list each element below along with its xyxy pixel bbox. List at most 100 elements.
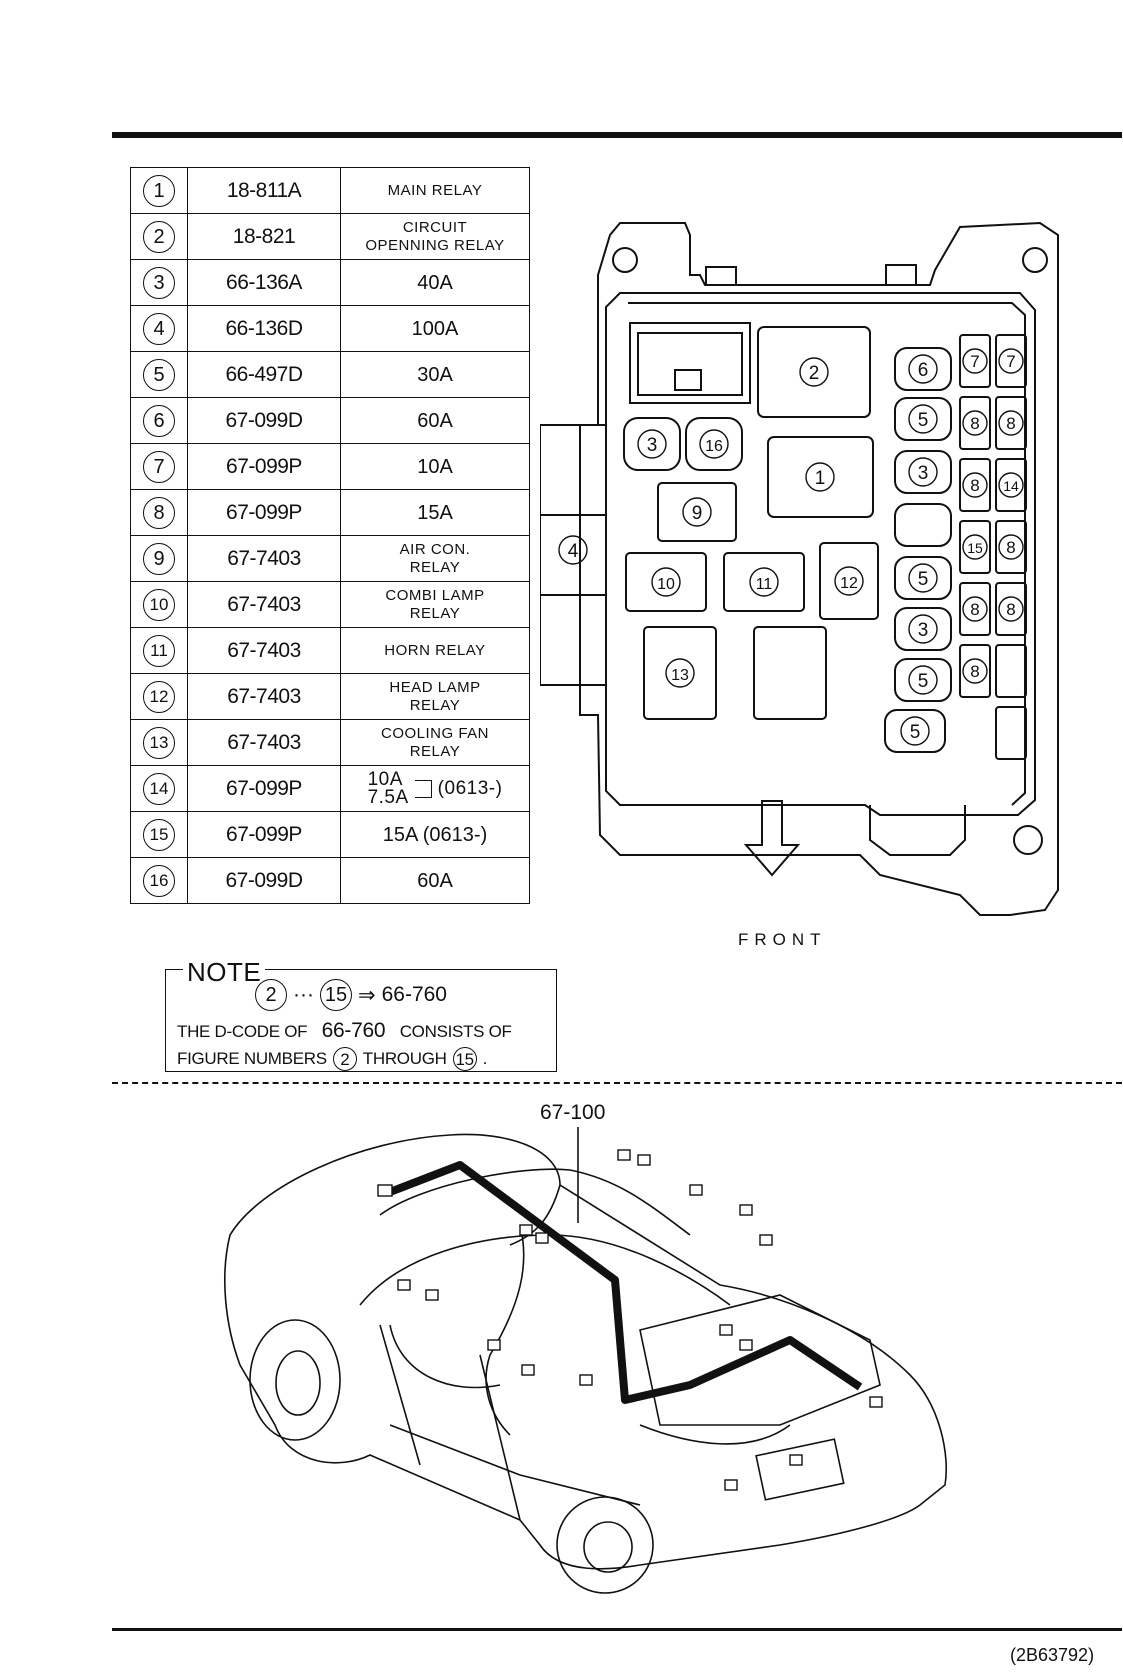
connector bbox=[739, 1204, 753, 1216]
car-roof-line bbox=[359, 1234, 731, 1306]
note-code: 66-760 bbox=[321, 1019, 386, 1042]
car-harness-diagram bbox=[224, 1127, 948, 1594]
fuse-16-body bbox=[685, 417, 743, 471]
parts-row-number-cell: 11 bbox=[130, 627, 188, 674]
box-label-6: 6 bbox=[918, 360, 929, 381]
amp-date-range: (0613-) bbox=[437, 777, 503, 799]
fuse-6-body bbox=[894, 347, 952, 391]
parts-row-number-cell: 1 bbox=[130, 167, 188, 214]
fuse-3-right-body bbox=[894, 450, 952, 494]
note-end: . bbox=[482, 1049, 488, 1068]
note-figure-line: FIGURE NUMBERS 2 THROUGH 15 . bbox=[177, 1047, 487, 1071]
parts-row-number-cell: 3 bbox=[130, 259, 188, 306]
parts-row-code: 66-136A bbox=[187, 259, 341, 306]
mini-fuse-7a bbox=[959, 334, 991, 388]
connector bbox=[377, 1184, 393, 1197]
box-label-5b: 5 bbox=[918, 569, 929, 590]
bottom-rule bbox=[112, 1628, 1122, 1631]
parts-row-code: 66-497D bbox=[187, 351, 341, 398]
relay-2-body bbox=[757, 326, 871, 418]
main-connector-latch bbox=[674, 369, 702, 391]
box-label-14: 14 bbox=[1003, 478, 1019, 494]
parts-row-description: 100A bbox=[340, 305, 530, 352]
fuse-5-upper-body bbox=[894, 397, 952, 441]
parts-row-number: 15 bbox=[143, 818, 175, 851]
top-rule bbox=[112, 132, 1122, 138]
parts-row-description: MAIN RELAY bbox=[340, 167, 530, 214]
parts-row-number-cell: 6 bbox=[130, 397, 188, 444]
parts-row-code: 18-821 bbox=[187, 213, 341, 260]
box-label-8g: 8 bbox=[970, 662, 979, 681]
empty-fuse-slot bbox=[894, 503, 952, 547]
mini-fuse-8d bbox=[995, 520, 1027, 574]
car-sill bbox=[389, 1424, 641, 1506]
parts-row-number: 8 bbox=[143, 496, 175, 529]
parts-row-code: 67-7403 bbox=[187, 581, 341, 628]
box-label-8f: 8 bbox=[1006, 600, 1015, 619]
box-label-11: 11 bbox=[756, 576, 773, 593]
parts-row-code: 67-099P bbox=[187, 489, 341, 536]
mini-fuse-15 bbox=[959, 520, 991, 574]
box-label-2: 2 bbox=[809, 363, 820, 384]
parts-row-number-cell: 16 bbox=[130, 857, 188, 904]
parts-row-number: 1 bbox=[143, 174, 175, 207]
connector bbox=[689, 1184, 703, 1196]
front-wheel-hub bbox=[275, 1350, 321, 1416]
note-title: NOTE bbox=[183, 957, 266, 988]
parts-row-number: 2 bbox=[143, 220, 175, 253]
parts-row-number-cell: 8 bbox=[130, 489, 188, 536]
connector bbox=[869, 1396, 883, 1408]
box-label-5a: 5 bbox=[918, 410, 929, 431]
relay-10-body bbox=[625, 552, 707, 612]
car-trunk bbox=[639, 1294, 881, 1426]
relay-1-body bbox=[767, 436, 874, 518]
amp-value-a: 10A bbox=[367, 768, 403, 790]
note-frame bbox=[165, 969, 557, 1072]
bottom-clip bbox=[869, 805, 966, 856]
relay-13-body bbox=[643, 626, 717, 720]
connector bbox=[519, 1224, 533, 1236]
rear-wheel-hub bbox=[583, 1521, 633, 1573]
document-id: (2B63792) bbox=[1010, 1645, 1095, 1665]
note-text-a: THE D-CODE OF bbox=[177, 1022, 308, 1041]
parts-row-number: 6 bbox=[143, 404, 175, 437]
connector bbox=[789, 1454, 803, 1466]
mount-hole-right bbox=[1022, 247, 1048, 273]
box-label-5d: 5 bbox=[910, 722, 921, 743]
box-label-13: 13 bbox=[671, 667, 689, 684]
license-plate bbox=[755, 1438, 845, 1501]
empty-relay-slot bbox=[753, 626, 827, 720]
parts-row-number: 16 bbox=[143, 864, 175, 897]
parts-row-code: 67-7403 bbox=[187, 719, 341, 766]
connector bbox=[617, 1149, 631, 1161]
harness-wire-4 bbox=[639, 1424, 791, 1445]
box-label-16: 16 bbox=[705, 438, 723, 455]
harness-67-100 bbox=[388, 1161, 863, 1404]
note-to-number: 15 bbox=[319, 979, 352, 1011]
parts-row-number: 11 bbox=[143, 634, 175, 667]
parts-row-description: COOLING FAN RELAY bbox=[340, 719, 530, 766]
box-label-4: 4 bbox=[568, 541, 579, 562]
parts-row-code: 67-7403 bbox=[187, 627, 341, 674]
note-text-c: FIGURE NUMBERS bbox=[177, 1049, 327, 1068]
parts-row-number: 14 bbox=[143, 772, 175, 805]
parts-row-code: 67-099D bbox=[187, 397, 341, 444]
parts-row-number-cell: 5 bbox=[130, 351, 188, 398]
box-label-3c: 3 bbox=[918, 620, 929, 641]
top-tab-left bbox=[705, 266, 737, 286]
parts-row-description: 15A bbox=[340, 489, 530, 536]
empty-mini-slot-1 bbox=[995, 644, 1027, 698]
note-text-b: CONSISTS OF bbox=[399, 1022, 512, 1041]
box-label-8a: 8 bbox=[970, 414, 979, 433]
